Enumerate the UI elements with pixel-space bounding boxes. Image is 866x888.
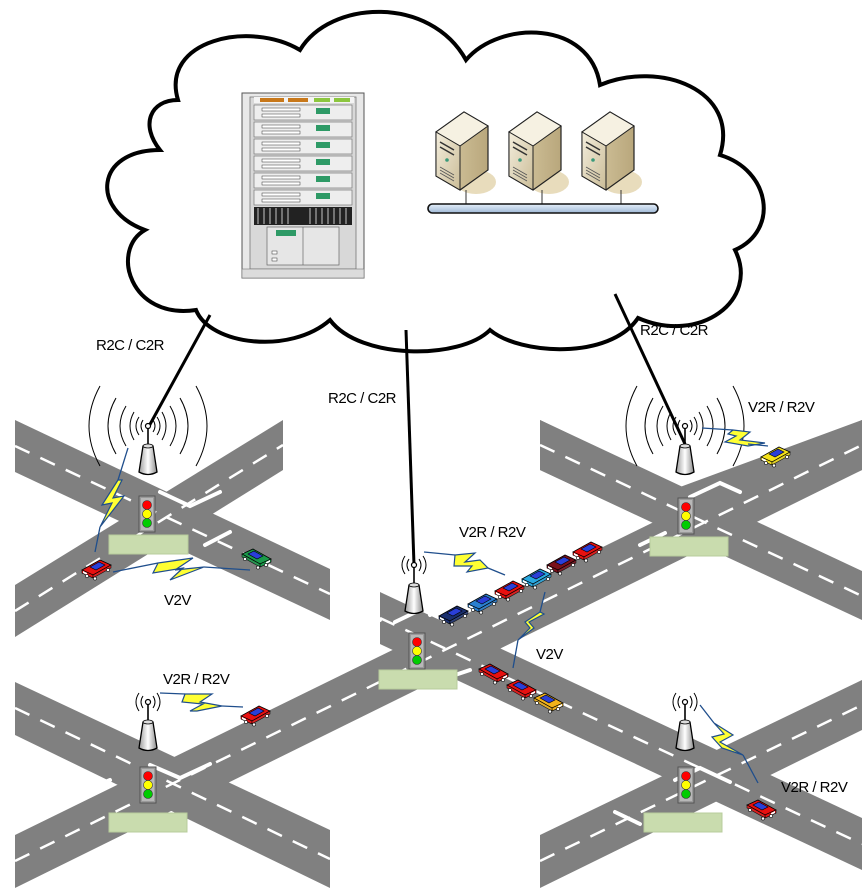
- rsu-top-right: [625, 385, 745, 476]
- rsu-center: [401, 555, 427, 615]
- label-v2r-bottom-left: V2R / R2V: [163, 671, 230, 688]
- label-v2v-left: V2V: [164, 592, 191, 609]
- rack-fan-panel: [254, 207, 352, 225]
- server-rack: [241, 92, 365, 279]
- traffic-light-top-left: [138, 495, 156, 533]
- label-v2v-center: V2V: [536, 646, 563, 663]
- bolt-v2r-center: [423, 551, 506, 576]
- rack-units: [253, 104, 353, 206]
- wireless-links: [94, 427, 769, 784]
- traffic-light-center: [408, 632, 426, 670]
- tower-server-2: [508, 111, 569, 194]
- bolt-v2r-bottom-right: [699, 704, 759, 784]
- bolt-v2v-center: [512, 591, 546, 669]
- bolt-v2r-top-right: [701, 427, 769, 447]
- cloud: [105, 9, 766, 354]
- label-uplink-right: R2C / C2R: [640, 322, 709, 339]
- server-cluster: [427, 111, 659, 214]
- label-uplink-center: R2C / C2R: [328, 390, 397, 407]
- rsu-bottom-left: [135, 692, 161, 752]
- crosswalk-pad-center: [378, 669, 458, 690]
- label-v2r-bottom-right: V2R / R2V: [781, 779, 848, 796]
- tower-server-1: [435, 111, 496, 194]
- uplink-left: [146, 314, 212, 429]
- crosswalk-pad-bottom-right: [643, 812, 723, 833]
- bolt-rsu-tl-to-car: [94, 447, 129, 553]
- tower-server-3: [581, 111, 642, 194]
- rsu-top-left: [88, 385, 208, 476]
- uplink-right: [613, 293, 687, 445]
- traffic-light-bottom-left: [139, 766, 157, 804]
- cloud-outline: [105, 9, 766, 354]
- traffic-light-top-right: [677, 497, 695, 535]
- crosswalk-pad-top-right: [649, 536, 729, 557]
- rack-power-unit: [266, 226, 340, 266]
- lan-bus: [427, 190, 659, 214]
- uplink-center: [404, 329, 416, 566]
- rsu-bottom-right: [672, 692, 698, 752]
- label-v2r-center: V2R / R2V: [459, 524, 526, 541]
- label-v2r-top-right: V2R / R2V: [748, 399, 815, 416]
- crosswalk-pad-bottom-left: [108, 812, 188, 833]
- bolt-v2v-left: [112, 557, 251, 581]
- bolt-v2r-bottom-left: [159, 692, 244, 712]
- crosswalk-pad-top-left: [108, 534, 189, 555]
- label-uplink-left: R2C / C2R: [96, 337, 165, 354]
- traffic-light-bottom-right: [677, 766, 695, 804]
